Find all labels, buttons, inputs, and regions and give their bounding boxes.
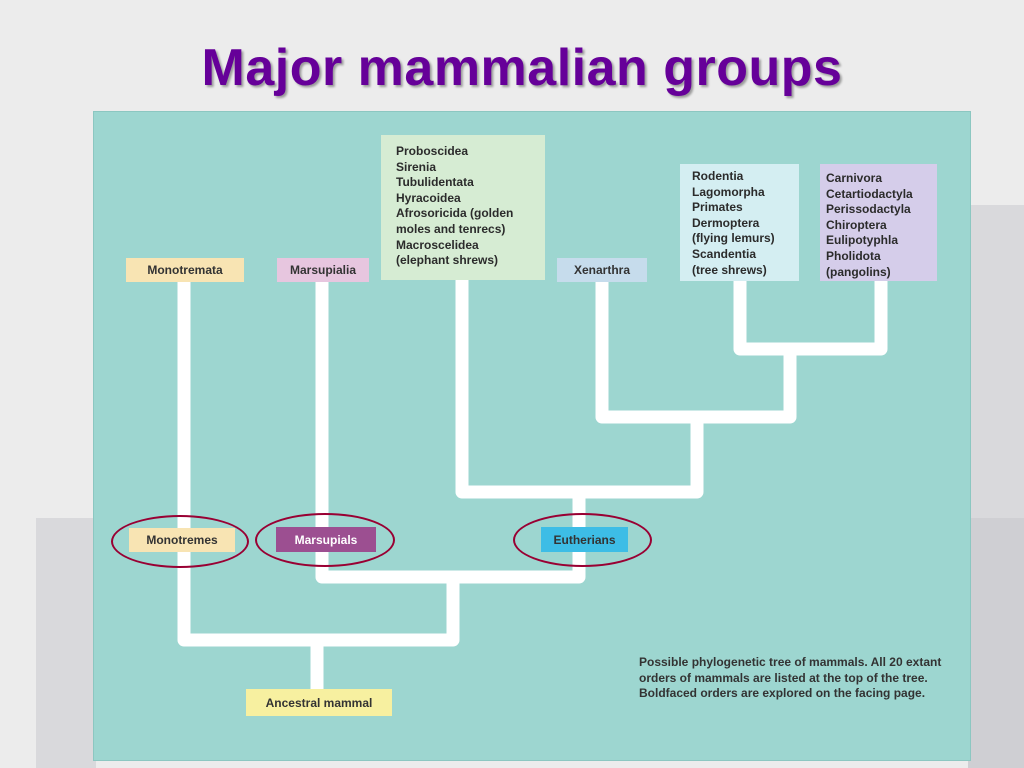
phylogenetic-tree-panel: Proboscidea Sirenia Tubulidentata Hyraco… — [93, 111, 971, 761]
order-name: Cetartiodactyla — [826, 186, 913, 201]
figure-caption: Possible phylogenetic tree of mammals. A… — [639, 655, 942, 700]
order-name: Tubulidentata — [396, 175, 474, 190]
xenarthra-order-label: Xenarthra — [557, 258, 647, 282]
order-name: Macroscelidea — [396, 237, 479, 252]
order-name: Lagomorpha — [692, 184, 765, 199]
order-name: (flying lemurs) — [692, 231, 775, 246]
background-stripe-left — [36, 518, 96, 768]
order-name: Scandentia — [692, 246, 757, 261]
branch-euarchontoglires-laurasiatheria — [733, 280, 888, 356]
branch-monotreme-marsupial-eutherian — [177, 270, 460, 647]
monotremata-order-label: Monotremata — [126, 258, 244, 282]
order-name: Chiroptera — [826, 217, 887, 232]
euarchontoglires-orders-box: Rodentia Lagomorpha Primates Dermoptera … — [680, 164, 799, 281]
order-name: Primates — [692, 200, 743, 215]
marsupialia-order-label: Marsupialia — [277, 258, 369, 282]
branch-afrotheria-boreoeutheria — [455, 280, 704, 499]
order-name: Dermoptera — [692, 215, 760, 230]
afrotheria-orders-box: Proboscidea Sirenia Tubulidentata Hyraco… — [381, 135, 545, 280]
laurasiatheria-orders-box: Carnivora Cetartiodactyla Perissodactyla… — [820, 164, 937, 281]
order-name: Sirenia — [396, 159, 437, 174]
order-name: Hyracoidea — [396, 190, 461, 205]
order-name: Eulipotyphla — [826, 233, 898, 248]
eutherians-highlight-ellipse — [513, 513, 652, 567]
slide-title: Major mammalian groups — [201, 39, 843, 97]
order-name: moles and tenrecs) — [396, 221, 506, 236]
order-name: Carnivora — [826, 171, 883, 185]
monotremes-highlight-ellipse — [111, 515, 249, 568]
order-name: Rodentia — [692, 169, 744, 183]
order-name: (tree shrews) — [692, 262, 767, 277]
order-name: Perissodactyla — [826, 202, 911, 217]
branch-xenarthra-boreoeutheria — [595, 280, 797, 424]
background-stripe-right-lower — [968, 518, 1024, 768]
ancestral-mammal-label: Ancestral mammal — [246, 689, 392, 716]
order-name: (elephant shrews) — [396, 253, 499, 268]
marsupials-highlight-ellipse — [255, 513, 395, 567]
order-name: (pangolins) — [826, 264, 891, 279]
order-name: Afrosoricida (golden — [396, 206, 514, 221]
order-name: Proboscidea — [396, 144, 469, 158]
order-name: Pholidota — [826, 248, 881, 263]
